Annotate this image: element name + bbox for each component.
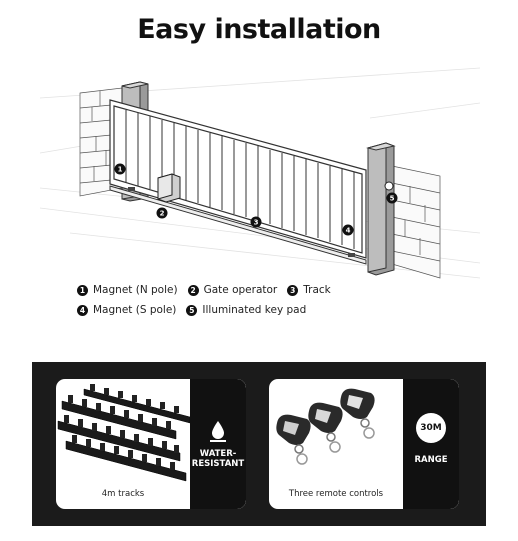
legend-label: Illuminated key pad — [202, 304, 307, 316]
water-label-line-1: WATER- — [199, 449, 237, 459]
page-title: Easy installation — [137, 14, 381, 45]
water-label-line-2: RESISTANT — [191, 459, 245, 469]
range-badge-panel: 30M RANGE — [403, 379, 459, 509]
legend-item-key-pad: 5 Illuminated key pad — [186, 304, 306, 316]
range-label: RANGE — [414, 455, 448, 465]
marker-5: 5 — [390, 195, 395, 203]
remote-controls-image — [276, 388, 375, 465]
legend-label: Magnet (S pole) — [93, 304, 177, 316]
marker-1: 1 — [118, 166, 123, 174]
component-legend: 1 Magnet (N pole) 2 Gate operator 3 Trac… — [77, 280, 437, 320]
legend-number-badge: 1 — [77, 284, 88, 296]
feature-panel: 4m tracks WATER- RESISTANT — [32, 362, 486, 526]
legend-item-gate-operator: 2 Gate operator — [187, 284, 278, 296]
legend-number-badge: 3 — [287, 284, 299, 296]
water-drop-icon — [210, 421, 226, 442]
legend-label: Track — [303, 284, 331, 296]
legend-row: 4 Magnet (S pole) 5 Illuminated key pad — [77, 300, 437, 320]
legend-number-badge: 2 — [187, 284, 199, 296]
gear-rack-tracks-image — [57, 384, 190, 482]
water-resistant-badge: WATER- RESISTANT — [190, 379, 246, 509]
tracks-card: 4m tracks WATER- RESISTANT — [56, 379, 246, 509]
legend-row: 1 Magnet (N pole) 2 Gate operator 3 Trac… — [77, 280, 437, 300]
remotes-card: Three remote controls 30M RANGE — [269, 379, 459, 509]
tracks-caption: 4m tracks — [101, 489, 145, 499]
marker-2: 2 — [160, 210, 165, 218]
legend-number-badge: 4 — [77, 304, 88, 316]
legend-item-magnet-n: 1 Magnet (N pole) — [77, 284, 178, 296]
legend-number-badge: 5 — [186, 304, 198, 316]
remotes-caption: Three remote controls — [288, 489, 384, 499]
gate-illustration: 1 2 3 4 5 — [40, 67, 480, 279]
range-value-badge: 30M — [416, 413, 446, 443]
marker-4: 4 — [346, 227, 351, 235]
legend-item-magnet-s: 4 Magnet (S pole) — [77, 304, 176, 316]
legend-label: Gate operator — [203, 284, 278, 296]
legend-label: Magnet (N pole) — [93, 284, 178, 296]
marker-3: 3 — [254, 219, 259, 227]
legend-item-track: 3 Track — [287, 284, 331, 296]
